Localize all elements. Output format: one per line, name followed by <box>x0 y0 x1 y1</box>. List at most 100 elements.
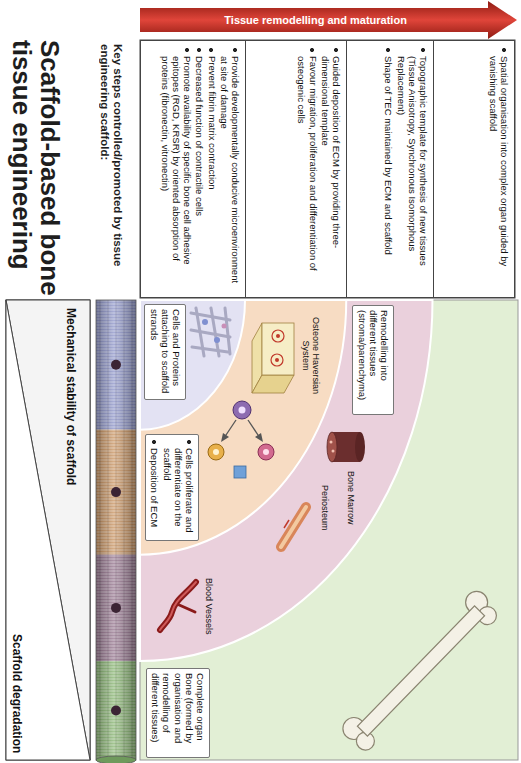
table-frame <box>140 40 515 298</box>
ring-purple <box>140 300 433 661</box>
structure-label-wrap: Osteone Haversian System <box>300 309 321 402</box>
key-step-text: Favour migration, proliferation and diff… <box>296 47 318 291</box>
osteon-side <box>252 375 294 393</box>
mesh-strand <box>191 313 230 320</box>
marrow-cell <box>332 450 335 453</box>
blood-vessel-branch <box>177 604 195 612</box>
maturation-arrow <box>140 1 517 39</box>
scaffold-mesh <box>191 308 230 356</box>
node-content: Cells proliferate and differentiate on t… <box>149 439 195 536</box>
osteon-front <box>262 323 294 375</box>
key-step-text: Guided deposition of ECM by providing th… <box>320 47 342 291</box>
arrow-label: Tissue remodelling and maturation <box>224 13 407 26</box>
node-content: Topographic template for synthesis of ne… <box>383 47 429 291</box>
femur <box>338 587 503 755</box>
node-content: Complete organ Bone (formed by organisat… <box>150 673 206 753</box>
stability-wedge-label: Mechanical stability of scaffold <box>63 306 79 487</box>
node-content: Cells and Proteins attaching to scaffold… <box>148 309 182 395</box>
osteon-canal <box>275 358 279 362</box>
differentiated-cell <box>258 444 274 460</box>
mesh-cell <box>214 337 220 343</box>
key-step-box: Provide developmentally conducive microe… <box>140 40 246 298</box>
node-content: Remodelling into different tissues (stro… <box>356 310 390 410</box>
tissue-label-wrap: Periosteum <box>320 485 330 531</box>
degradation-wedge <box>6 300 90 760</box>
femur-shaft <box>357 606 484 736</box>
osteon-ring <box>271 354 283 366</box>
structure-label: Osteone Haversian System <box>300 309 321 402</box>
stage-text: Deposition of ECM <box>149 439 160 536</box>
stage-text: Complete organ Bone (formed by organisat… <box>150 673 206 753</box>
scaffold-dot <box>111 706 121 716</box>
key-step-text: Decreased function of contractile cells <box>194 47 205 291</box>
osteoblast-cell <box>208 444 224 460</box>
stage-box: Cells and Proteins attaching to scaffold… <box>144 304 186 400</box>
wedge-text: Mechanical stability of scaffold <box>64 308 78 485</box>
stage-box: Cells proliferate and differentiate on t… <box>145 434 199 541</box>
key-step-box: Topographic template for synthesis of ne… <box>346 40 434 298</box>
node-content: Spatial organisation into complex organ … <box>488 47 510 291</box>
mesh-strand <box>192 347 228 352</box>
scaffold-dot <box>111 360 121 370</box>
ring-blue <box>140 300 245 430</box>
degradation-wedge-label: Scaffold degradation <box>9 632 25 755</box>
key-step-text: Topographic template for synthesis of ne… <box>395 47 429 291</box>
key-step-text: Spatial organisation into complex organ … <box>488 47 510 291</box>
scaffold-dot <box>111 603 121 613</box>
key-step-text: Promote availability of specific bone ce… <box>160 47 194 291</box>
arrow-head <box>221 433 229 442</box>
tissue-label: Blood Vessels <box>204 578 214 635</box>
key-step-box: Guided deposition of ECM by providing th… <box>245 40 347 298</box>
bone-marrow-top <box>327 432 337 462</box>
tissue-label-wrap: Blood Vessels <box>204 578 214 635</box>
cell-nucleus <box>239 407 246 414</box>
arrow-label-wrap: Tissue remodelling and maturation <box>224 13 407 26</box>
stage-box: Remodelling into different tissues (stro… <box>352 305 394 415</box>
key-step-text: Shape of TEC maintained by ECM and scaff… <box>383 47 394 291</box>
marrow-cell <box>330 441 333 444</box>
osteon-ring <box>272 330 284 342</box>
key-step-box: Spatial organisation into complex organ … <box>433 40 515 298</box>
stage-text: Remodelling into different tissues (stro… <box>356 310 390 410</box>
stem-cell <box>233 401 251 419</box>
key-steps-heading-wrap: Key steps controlled/promoted by tissue … <box>98 44 124 294</box>
key-step-text: Prevent fibrin matrix contraction <box>206 47 217 291</box>
periosteum <box>281 507 306 547</box>
mesh-strand <box>225 308 230 354</box>
blood-vessel-lumen <box>160 582 196 630</box>
tissue-label-wrap: Bone Marrow <box>346 471 356 525</box>
cell-nucleus <box>263 449 269 455</box>
stage-box: Complete organ Bone (formed by organisat… <box>146 668 210 758</box>
tissue-label: Periosteum <box>320 485 330 531</box>
scaffold-end <box>96 756 136 763</box>
cell-nucleus <box>213 449 219 455</box>
stage-text: Cells proliferate and differentiate on t… <box>161 439 195 536</box>
ecm-block <box>234 466 246 478</box>
periosteum-vessel <box>284 520 289 528</box>
periosteum-fibre <box>281 507 306 547</box>
tissue-label: Bone Marrow <box>346 471 356 525</box>
key-step-text: Provide developmentally conducive microe… <box>219 47 241 291</box>
stage-text: Cells and Proteins attaching to scaffold… <box>148 309 182 395</box>
mesh-cell <box>202 319 208 325</box>
arrow-head <box>255 433 263 442</box>
scaffold-dot <box>111 487 121 497</box>
wedge-text: Scaffold degradation <box>10 634 24 753</box>
node-content: Mechanical stability of scaffold <box>64 308 78 485</box>
scaffold-shading <box>96 300 136 760</box>
node-content: Scaffold degradation <box>10 634 24 753</box>
wedge-frame <box>6 300 90 760</box>
title-block: Scaffold-based bone tissue engineering <box>8 40 64 322</box>
scaffold-strands <box>96 300 136 760</box>
mesh-strand <box>191 330 230 337</box>
ring-orange <box>140 300 346 555</box>
node-content: Guided deposition of ECM by providing th… <box>296 47 342 291</box>
blood-vessel <box>160 582 196 630</box>
mesh-cell <box>222 324 227 329</box>
key-steps-heading: Key steps controlled/promoted by tissue … <box>98 44 124 294</box>
bone-marrow-base <box>355 432 365 462</box>
diagram-title: Scaffold-based bone tissue engineering <box>8 40 64 322</box>
osteon-canal <box>276 334 280 338</box>
node-content: Provide developmentally conducive microe… <box>160 47 241 291</box>
